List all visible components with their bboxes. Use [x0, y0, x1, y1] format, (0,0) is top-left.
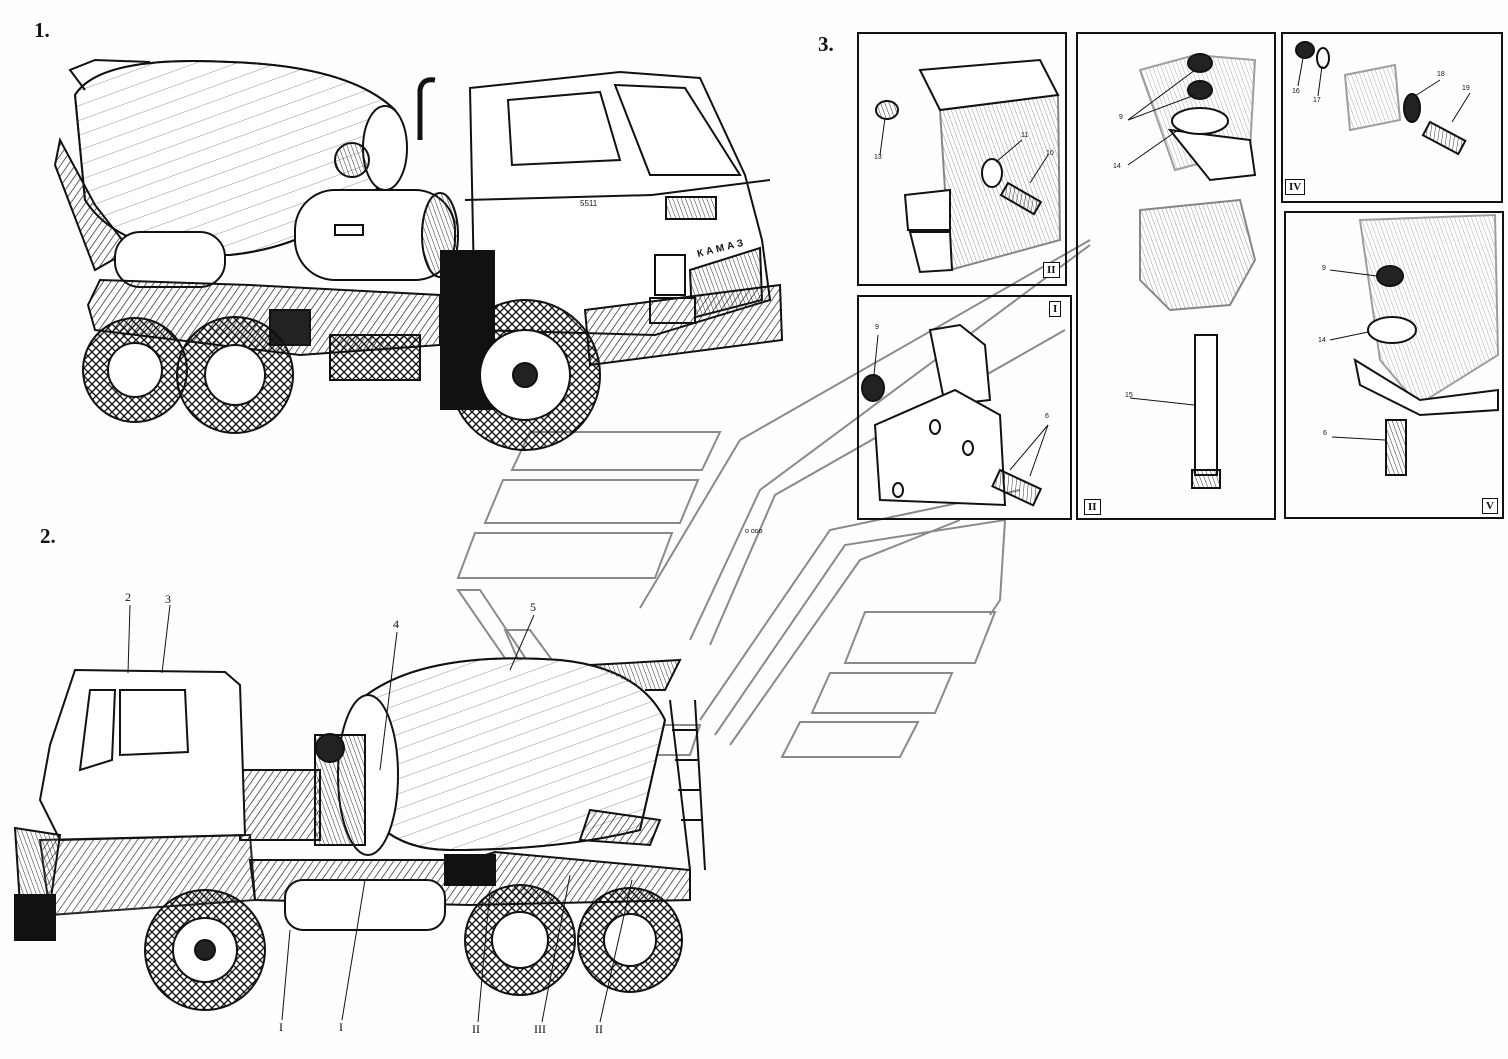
callout-5: 5 [530, 600, 536, 614]
panel-3-part-14: 14 [1113, 163, 1121, 170]
panel-1-part-11: 11 [1021, 132, 1029, 139]
panel-4-part-17: 17 [1313, 97, 1321, 104]
panel-3-frame [1138, 53, 1257, 489]
panel-2-part-9: 9 [875, 324, 879, 331]
panel-4-part-18: 18 [1437, 71, 1445, 78]
assembly-label-i-2: I [339, 1020, 343, 1034]
callout-4: 4 [393, 617, 399, 631]
panel-3-part-9: 9 [1119, 114, 1123, 121]
panel-5-part-9: 9 [1322, 265, 1326, 272]
panel-4-part-19: 19 [1462, 85, 1470, 92]
panel-3-roman: II [1084, 499, 1101, 515]
assembly-label-ii-2: II [595, 1022, 603, 1036]
panel-1-bracket [875, 58, 1062, 274]
panel-4-leaders [1297, 57, 1471, 123]
panel-4-roman: IV [1285, 179, 1306, 195]
figure-2-truck [13, 657, 706, 1011]
fig2-leaders [127, 604, 633, 1023]
panel-4-part-16: 16 [1292, 88, 1300, 95]
callout-3: 3 [165, 592, 171, 606]
panel-2-roman: I [1049, 301, 1062, 317]
panel-5-roman: V [1482, 498, 1498, 514]
panel-3-leaders [1127, 69, 1196, 406]
section-label-1: 1. [34, 18, 50, 42]
small-note: о ооо [745, 528, 763, 535]
figure-3-panels [857, 32, 1504, 520]
fig1-wheels [82, 299, 601, 451]
panel-5-frame [1353, 213, 1500, 476]
cab-badge: 5511 [580, 199, 598, 208]
panel-1-roman: II [1043, 262, 1060, 278]
panel-2-part-6: 6 [1045, 413, 1049, 420]
panel-5-leaders [1329, 269, 1386, 441]
panel-5-part-6: 6 [1323, 430, 1327, 437]
panel-1-part-10: 10 [1046, 150, 1054, 157]
assembly-label-iii: III [534, 1022, 546, 1036]
panel-2-leaders [873, 334, 1049, 477]
panel-4-parts [1295, 41, 1467, 156]
section-label-2: 2. [40, 524, 56, 548]
panel-1-leaders [879, 117, 1049, 184]
fig2-wheels [144, 884, 683, 1011]
panel-1-part-13: 13 [874, 154, 882, 161]
fig2-ladder [669, 699, 706, 871]
assembly-label-i-1: I [279, 1020, 283, 1034]
panel-3-part-15: 15 [1125, 392, 1133, 399]
figure-1-truck [53, 58, 784, 451]
panel-2-bracket [861, 323, 1043, 507]
panel-5-part-14: 14 [1318, 337, 1326, 344]
section-label-3: 3. [818, 32, 834, 56]
assembly-label-ii-1: II [472, 1022, 480, 1036]
callout-2: 2 [125, 590, 131, 604]
